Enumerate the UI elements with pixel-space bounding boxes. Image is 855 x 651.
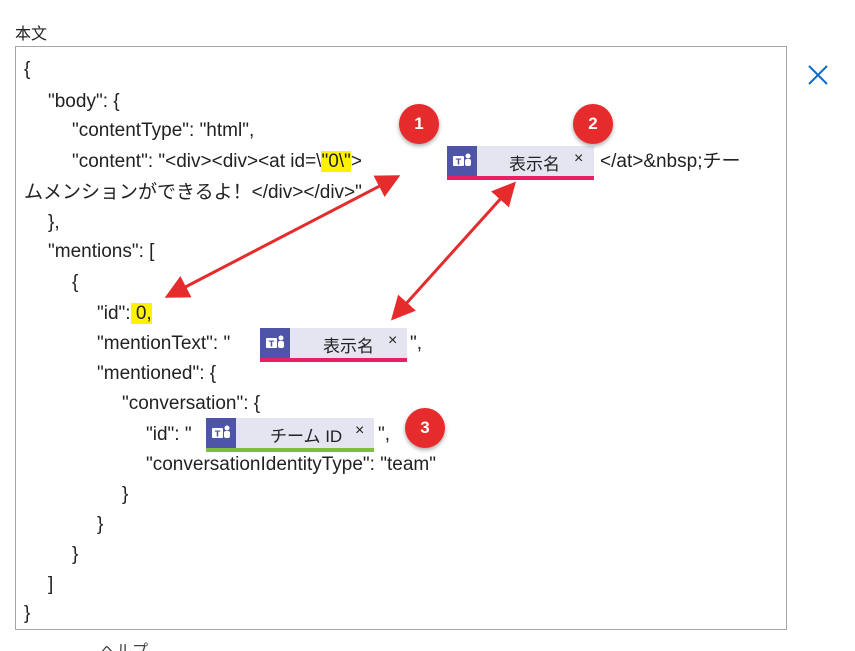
code-line: "conversation": { [122,393,261,414]
arrow-id-link [164,175,401,298]
callout-badge-3: 3 [405,408,445,448]
dynamic-token-team-id[interactable]: T チーム ID × [206,418,374,452]
code-line: ] [48,574,54,595]
svg-text:T: T [456,158,462,167]
token-remove-icon[interactable]: × [355,422,365,439]
highlight-at-id: "0\" [321,151,351,172]
token-remove-icon[interactable]: × [388,332,398,349]
dynamic-token-display-name[interactable]: T 表示名 × [447,146,594,180]
code-line: "mentionText": " [97,333,231,354]
cut-off-label: ヘルプ [100,641,149,651]
code-line: ", [410,333,423,354]
dynamic-token-display-name[interactable]: T 表示名 × [260,328,407,362]
code-line: "body": { [48,91,120,112]
code-line: }, [48,212,60,233]
code-line: { [72,272,79,293]
code-line: "mentions": [ [48,241,155,262]
token-label: チーム ID [270,427,343,446]
token-remove-icon[interactable]: × [574,150,584,167]
field-label: 本文 [15,24,48,43]
arrow-mention-link [390,181,517,321]
callout-badge-1: 1 [399,104,439,144]
code-line: "conversationIdentityType": "team" [146,454,436,475]
code-line: } [72,544,79,565]
highlight-mention-id: 0, [130,303,152,324]
teams-icon: T [260,328,290,358]
teams-icon: T [206,418,236,448]
svg-text:T: T [269,340,275,349]
code-line: "contentType": "html", [72,120,255,141]
code-line: "content": "<div><div><at id=\"0\"> [72,151,362,172]
teams-icon: T [447,146,477,176]
code-line: "mentioned": { [97,363,217,384]
code-line: </at>&nbsp;チー [600,151,741,172]
token-label: 表示名 [323,337,374,356]
token-label: 表示名 [509,155,560,174]
callout-badge-2: 2 [573,104,613,144]
code-line: "id": " [146,424,192,445]
code-line: "id": 0, [97,303,152,324]
code-line: } [24,603,31,624]
code-line: ", [378,424,391,445]
token-underline [447,176,594,180]
code-line: } [97,514,104,535]
token-underline [260,358,407,362]
close-icon[interactable] [806,63,830,87]
token-underline [206,448,374,452]
code-line: { [24,59,31,80]
code-line: } [122,484,129,505]
svg-text:T: T [215,430,221,439]
